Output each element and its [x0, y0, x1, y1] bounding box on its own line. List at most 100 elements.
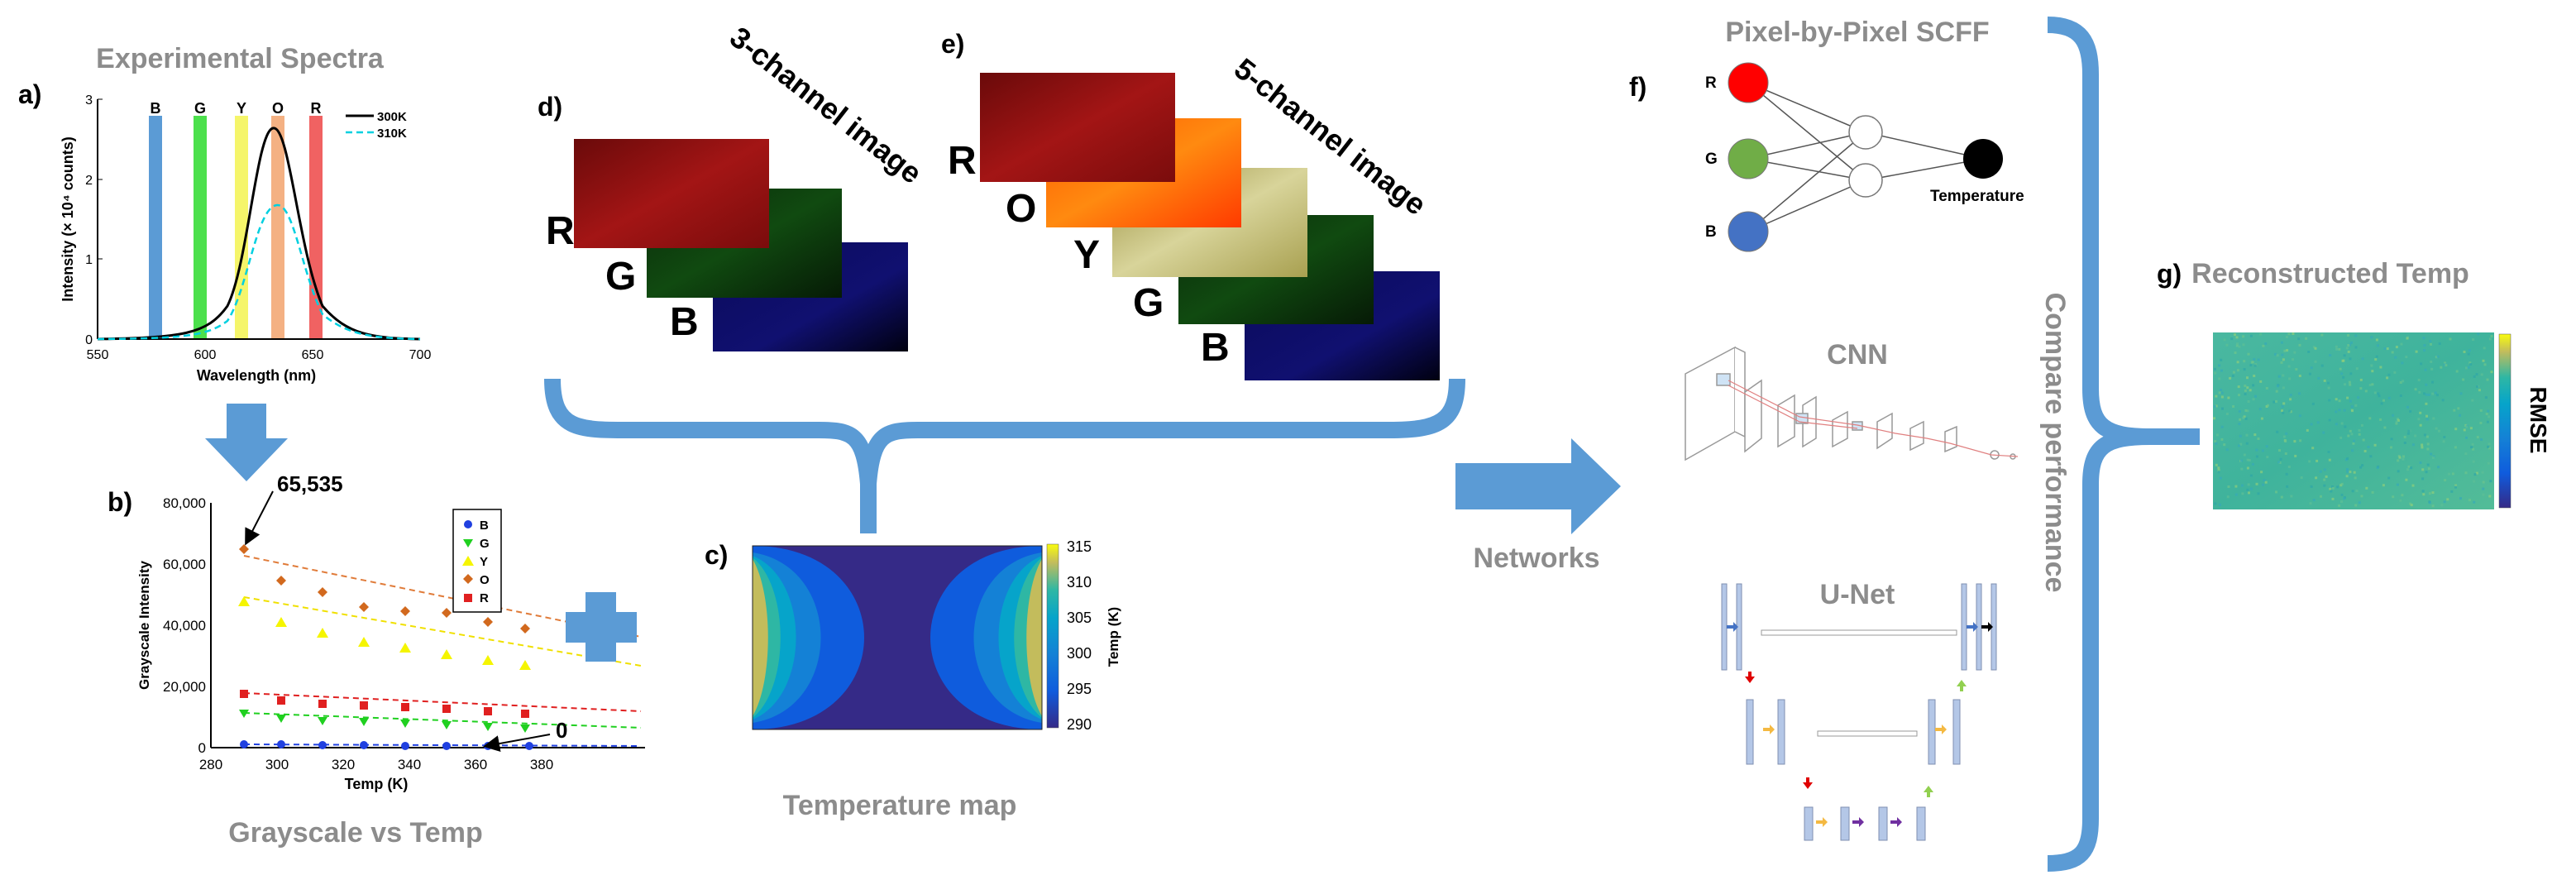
noise-pixel: [2445, 364, 2448, 367]
noise-pixel: [2417, 379, 2421, 381]
noise-pixel: [2253, 375, 2256, 377]
noise-pixel: [2467, 352, 2470, 356]
noise-pixel: [2236, 369, 2239, 372]
noise-pixel: [2251, 361, 2254, 364]
noise-pixel: [2467, 366, 2470, 369]
noise-pixel: [2290, 495, 2293, 498]
noise-pixel: [2315, 476, 2318, 480]
scff-output-label: Temperature: [1930, 188, 2024, 205]
noise-pixel: [2298, 392, 2301, 395]
noise-pixel: [2419, 461, 2422, 464]
e-channel-y-label: Y: [1073, 233, 1100, 277]
cnn-connections: [1728, 380, 2019, 457]
noise-pixel: [2354, 476, 2357, 480]
noise-pixel: [2429, 340, 2432, 343]
noise-pixel: [2286, 349, 2289, 352]
noise-pixel: [2218, 391, 2221, 394]
noise-pixel: [2239, 459, 2243, 462]
noise-pixel: [2289, 398, 2292, 401]
noise-pixel: [2289, 394, 2292, 397]
noise-pixel: [2436, 355, 2440, 358]
panel-c-title: Temperature map: [783, 790, 1017, 821]
noise-pixel: [2344, 383, 2346, 386]
noise-pixel: [2373, 391, 2377, 394]
c-colorbar: [1046, 543, 1059, 729]
noise-pixel: [2479, 422, 2483, 424]
noise-pixel: [2488, 495, 2492, 498]
noise-pixel: [2482, 481, 2485, 484]
noise-pixel: [2428, 492, 2431, 495]
scff-input-b: [1728, 211, 1769, 252]
noise-pixel: [2275, 490, 2277, 494]
e-channel-r-image: [980, 73, 1175, 182]
b-legend-o-marker: [463, 574, 473, 584]
noise-pixel: [2357, 396, 2360, 399]
noise-pixel: [2441, 399, 2445, 402]
d-channel-b-label: B: [670, 300, 699, 344]
panel-c-letter: c): [705, 540, 728, 570]
noise-pixel: [2379, 366, 2382, 369]
noise-pixel: [2335, 423, 2338, 426]
b-xtick-320: 320: [332, 757, 355, 772]
noise-pixel: [2419, 411, 2422, 414]
noise-pixel: [2282, 358, 2285, 361]
noise-pixel: [2444, 361, 2447, 365]
noise-pixel: [2278, 449, 2281, 452]
noise-pixel: [2249, 389, 2252, 392]
noise-pixel: [2423, 349, 2426, 352]
noise-pixel: [2220, 438, 2224, 441]
noise-pixel: [2243, 368, 2246, 371]
noise-pixel: [2487, 461, 2490, 465]
noise-pixel: [2440, 504, 2444, 507]
noise-pixel: [2240, 467, 2244, 471]
noise-pixel: [2390, 438, 2393, 441]
noise-pixel: [2262, 483, 2264, 486]
noise-pixel: [2308, 372, 2311, 375]
noise-pixel: [2397, 455, 2401, 457]
b-legend-g-marker: [463, 539, 473, 547]
noise-pixel: [2387, 373, 2391, 376]
noise-pixel: [2480, 438, 2483, 441]
noise-pixel: [2364, 390, 2368, 393]
noise-pixel: [2418, 390, 2421, 394]
noise-pixel: [2349, 471, 2352, 474]
noise-pixel: [2351, 449, 2354, 452]
noise-pixel: [2225, 413, 2229, 415]
noise-pixel: [2297, 337, 2301, 341]
scff-output: [1963, 139, 2003, 179]
noise-pixel: [2421, 468, 2425, 471]
noise-pixel: [2327, 451, 2330, 453]
noise-pixel: [2319, 470, 2322, 473]
noise-pixel: [2249, 334, 2253, 337]
noise-pixel: [2431, 392, 2435, 395]
noise-pixel: [2468, 349, 2471, 352]
panel-e: e) 5-channel image R O Y G B: [941, 29, 1440, 380]
c-cbar-tick-290: 290: [1067, 716, 1092, 733]
noise-pixel: [2282, 435, 2286, 438]
noise-pixel: [2246, 376, 2249, 380]
noise-pixel: [2335, 410, 2338, 414]
a-ytick-3: 3: [85, 93, 93, 108]
band-label-y: Y: [237, 100, 246, 117]
band-label-o: O: [272, 100, 284, 117]
g-colorbar: [2498, 333, 2511, 509]
b-xticks: 280 300 320 340 360 380: [199, 757, 553, 772]
unet-title: U-Net: [1820, 579, 1895, 610]
noise-pixel: [2369, 455, 2373, 458]
noise-pixel: [2215, 463, 2218, 466]
noise-pixel: [2419, 423, 2422, 427]
b-legend-y: Y: [480, 555, 488, 569]
noise-pixel: [2382, 399, 2385, 402]
noise-pixel: [2387, 476, 2391, 480]
c-colorbar-label: Temp (K): [1106, 607, 1121, 667]
noise-pixel: [2283, 349, 2287, 352]
noise-pixel: [2325, 475, 2328, 478]
noise-pixel: [2236, 342, 2239, 346]
noise-pixel: [2308, 460, 2311, 463]
noise-pixel: [2432, 417, 2435, 420]
noise-pixel: [2482, 493, 2485, 496]
noise-pixel: [2430, 361, 2433, 363]
noise-pixel: [2428, 501, 2431, 504]
noise-pixel: [2483, 363, 2487, 366]
noise-pixel: [2259, 380, 2263, 383]
